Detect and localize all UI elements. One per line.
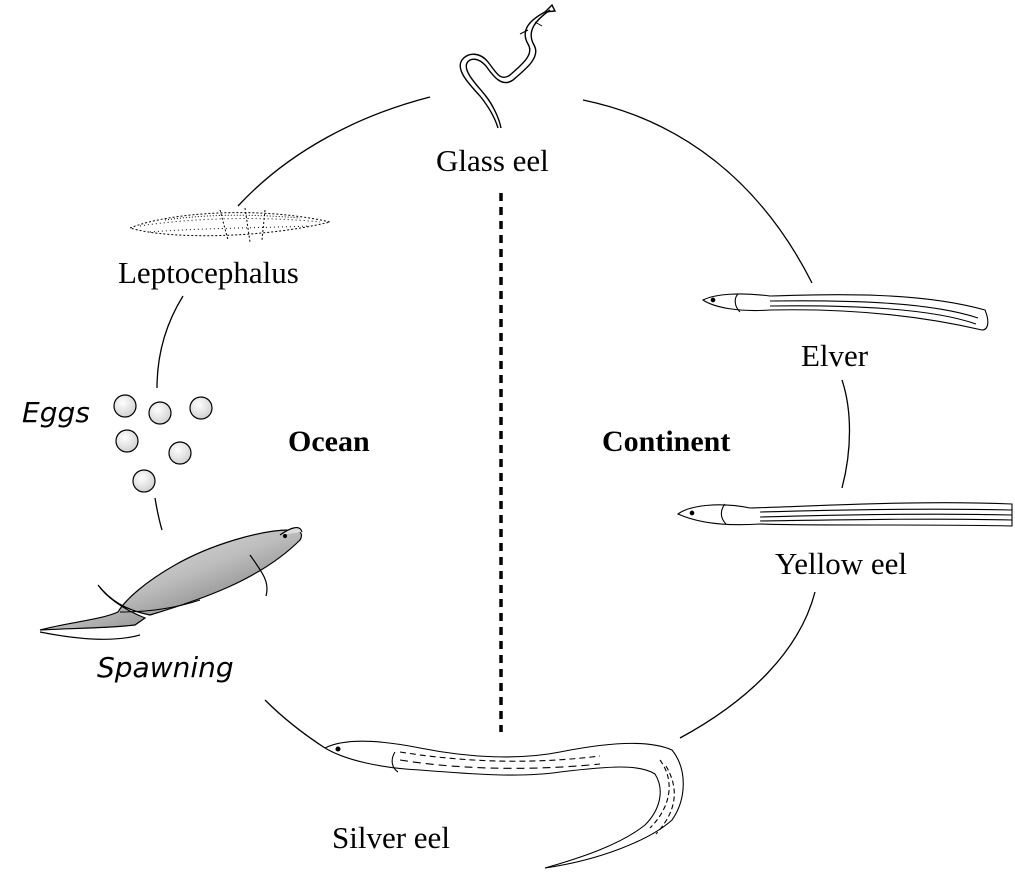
arc-spawning-to-silver (265, 700, 325, 748)
label-eggs: Eggs (22, 399, 90, 427)
region-label-continent: Continent (602, 427, 730, 457)
spawning-illustration (40, 528, 302, 640)
region-label-ocean: Ocean (288, 427, 370, 457)
label-elver: Elver (801, 340, 868, 371)
arc-silver-to-yellow (680, 592, 815, 738)
label-silver-eel: Silver eel (332, 822, 450, 853)
elver-illustration (703, 294, 988, 330)
arc-elver-to-glass (583, 100, 812, 283)
yellow-eel-illustration (678, 503, 1012, 526)
arc-leptocephalus-to-eggs (157, 296, 183, 388)
label-spawning: Spawning (97, 654, 234, 682)
label-yellow-eel: Yellow eel (775, 548, 907, 579)
label-leptocephalus: Leptocephalus (118, 257, 299, 288)
leptocephalus-illustration (130, 208, 330, 242)
arc-eggs-to-spawning (155, 498, 162, 530)
label-glass-eel: Glass eel (436, 145, 549, 176)
eggs-illustration (114, 395, 212, 492)
arc-yellow-to-elver (842, 380, 850, 488)
glass-eel-illustration (460, 5, 555, 128)
arc-glass-to-leptocephalus (238, 97, 430, 206)
